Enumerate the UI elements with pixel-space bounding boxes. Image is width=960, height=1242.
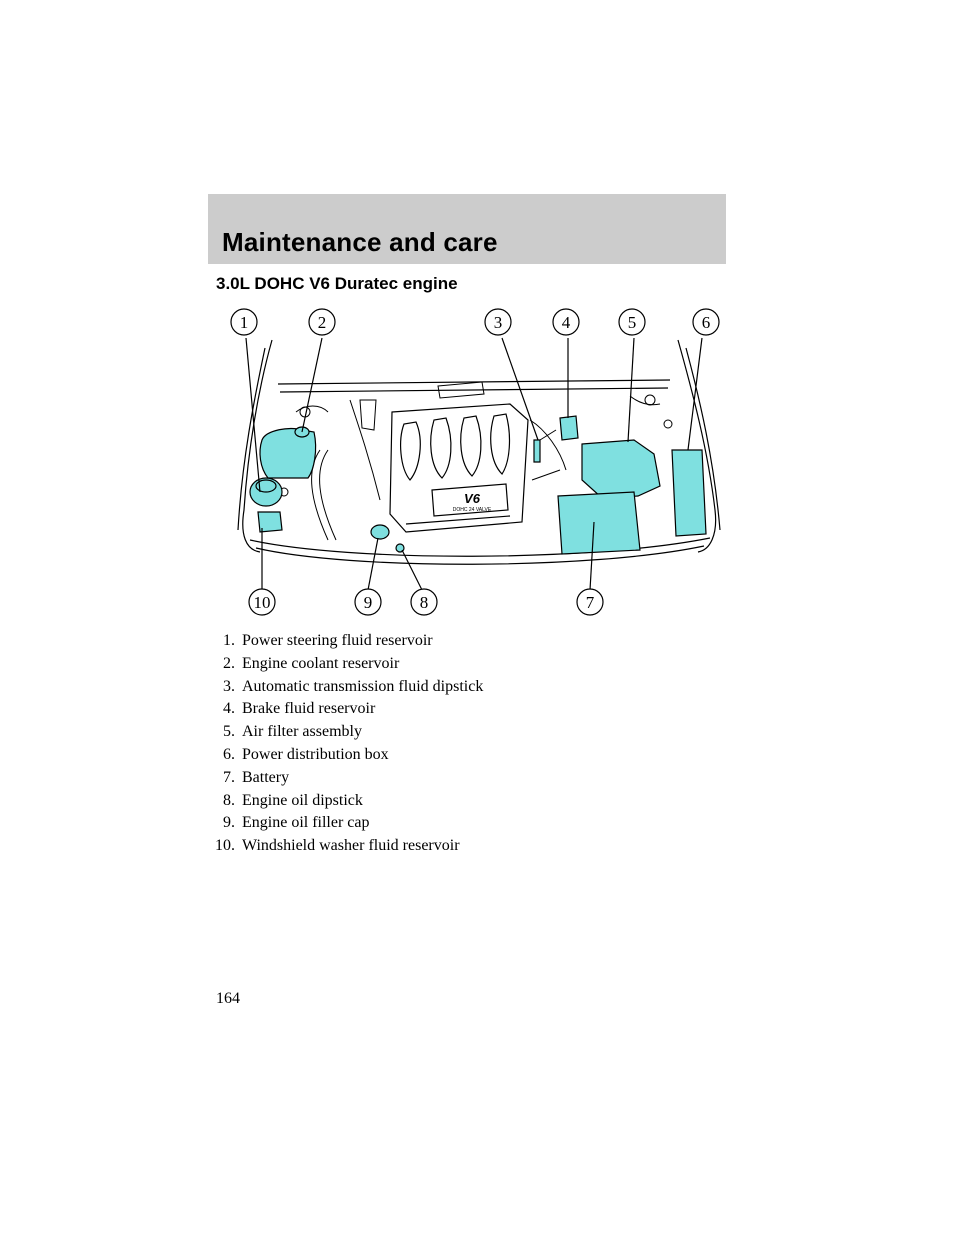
engine-compartment-diagram: V6 DOHC 24 VALVE bbox=[230, 308, 721, 616]
callout-6: 6 bbox=[692, 308, 720, 336]
air-filter-assembly bbox=[581, 439, 661, 499]
engine-badge-subtext: DOHC 24 VALVE bbox=[453, 507, 492, 513]
svg-text:4: 4 bbox=[562, 313, 571, 332]
callout-10: 10 bbox=[248, 588, 276, 616]
callouts-bottom: 10 9 8 7 bbox=[248, 588, 604, 616]
legend-item: 8. Engine oil dipstick bbox=[208, 790, 728, 813]
svg-text:2: 2 bbox=[318, 313, 327, 332]
legend-item-number: 9. bbox=[223, 814, 235, 832]
washer-reservoir bbox=[257, 511, 283, 533]
legend-item: 7. Battery bbox=[208, 767, 728, 790]
legend-item-number: 3. bbox=[223, 677, 235, 695]
engine-badge: V6 DOHC 24 VALVE bbox=[453, 491, 492, 513]
legend-item-label: Battery bbox=[242, 768, 290, 786]
callout-2: 2 bbox=[308, 308, 336, 336]
legend-item: 4. Brake fluid reservoir bbox=[208, 698, 728, 721]
svg-text:7: 7 bbox=[586, 593, 595, 612]
engine-intake-manifold bbox=[389, 403, 529, 533]
legend-item: 5. Air filter assembly bbox=[208, 721, 728, 744]
leader-line-5 bbox=[627, 337, 635, 443]
callout-9: 9 bbox=[354, 588, 382, 616]
legend-item-label: Engine oil dipstick bbox=[242, 791, 363, 809]
oil-filler-cap bbox=[370, 524, 390, 540]
legend-item-label: Power distribution box bbox=[242, 745, 389, 763]
legend-item-label: Automatic transmission fluid dipstick bbox=[242, 677, 484, 695]
legend-item-number: 7. bbox=[223, 768, 235, 786]
leader-line-9 bbox=[367, 537, 379, 591]
leader-line-1 bbox=[245, 337, 261, 493]
callout-3: 3 bbox=[484, 308, 512, 336]
battery bbox=[557, 491, 641, 555]
svg-text:6: 6 bbox=[702, 313, 711, 332]
callout-8: 8 bbox=[410, 588, 438, 616]
svg-text:1: 1 bbox=[240, 313, 249, 332]
legend-item: 10. Windshield washer fluid reservoir bbox=[208, 835, 728, 858]
brake-fluid-reservoir bbox=[559, 415, 579, 441]
callout-4: 4 bbox=[552, 308, 580, 336]
legend-item: 1. Power steering fluid reservoir bbox=[208, 630, 728, 653]
power-distribution-box bbox=[671, 449, 707, 537]
coolant-reservoir bbox=[259, 427, 317, 479]
legend-item-label: Air filter assembly bbox=[242, 723, 362, 741]
svg-text:8: 8 bbox=[420, 593, 429, 612]
legend-item-label: Power steering fluid reservoir bbox=[242, 632, 433, 649]
svg-text:9: 9 bbox=[364, 593, 373, 612]
legend-item-number: 2. bbox=[223, 654, 235, 672]
legend-item-number: 8. bbox=[223, 791, 235, 809]
leader-line-8 bbox=[401, 549, 423, 591]
leader-line-6 bbox=[687, 337, 703, 451]
legend-item-label: Engine oil filler cap bbox=[242, 814, 370, 832]
legend-item: 9. Engine oil filler cap bbox=[208, 812, 728, 835]
callout-7: 7 bbox=[576, 588, 604, 616]
legend-item: 6. Power distribution box bbox=[208, 744, 728, 767]
legend-item-number: 1. bbox=[223, 632, 235, 649]
leader-line-2 bbox=[301, 337, 323, 433]
engine-badge-text: V6 bbox=[464, 491, 481, 506]
hoses-and-wiring bbox=[279, 381, 673, 541]
engine-bay-outline bbox=[237, 339, 721, 565]
legend-item: 3. Automatic transmission fluid dipstick bbox=[208, 676, 728, 699]
legend-item: 2. Engine coolant reservoir bbox=[208, 653, 728, 676]
svg-text:3: 3 bbox=[494, 313, 503, 332]
legend-item-label: Engine coolant reservoir bbox=[242, 654, 400, 672]
leader-line-3 bbox=[501, 337, 539, 441]
legend-item-number: 6. bbox=[223, 745, 235, 763]
highlighted-components bbox=[249, 415, 707, 555]
section-title: Maintenance and care bbox=[222, 227, 498, 257]
callout-leader-lines bbox=[245, 337, 703, 591]
legend-item-label: Brake fluid reservoir bbox=[242, 700, 376, 718]
transmission-dipstick bbox=[533, 439, 541, 463]
power-steering-cap bbox=[255, 479, 277, 493]
leader-line-7 bbox=[589, 521, 595, 591]
legend-item-number: 5. bbox=[223, 723, 235, 741]
callouts-top: 1 2 3 4 5 6 bbox=[230, 308, 720, 336]
legend-item-number: 10. bbox=[215, 837, 235, 855]
callout-5: 5 bbox=[618, 308, 646, 336]
legend-item-number: 4. bbox=[223, 700, 235, 718]
page-number: 164 bbox=[216, 990, 240, 1007]
diagram-title: 3.0L DOHC V6 Duratec engine bbox=[216, 274, 458, 293]
svg-text:5: 5 bbox=[628, 313, 637, 332]
component-legend: 1. Power steering fluid reservoir 2. Engin… bbox=[208, 630, 728, 858]
section-header-band: Maintenance and care bbox=[208, 194, 726, 264]
svg-text:10: 10 bbox=[254, 593, 271, 612]
legend-item-label: Windshield washer fluid reservoir bbox=[242, 837, 460, 855]
callout-1: 1 bbox=[230, 308, 258, 336]
